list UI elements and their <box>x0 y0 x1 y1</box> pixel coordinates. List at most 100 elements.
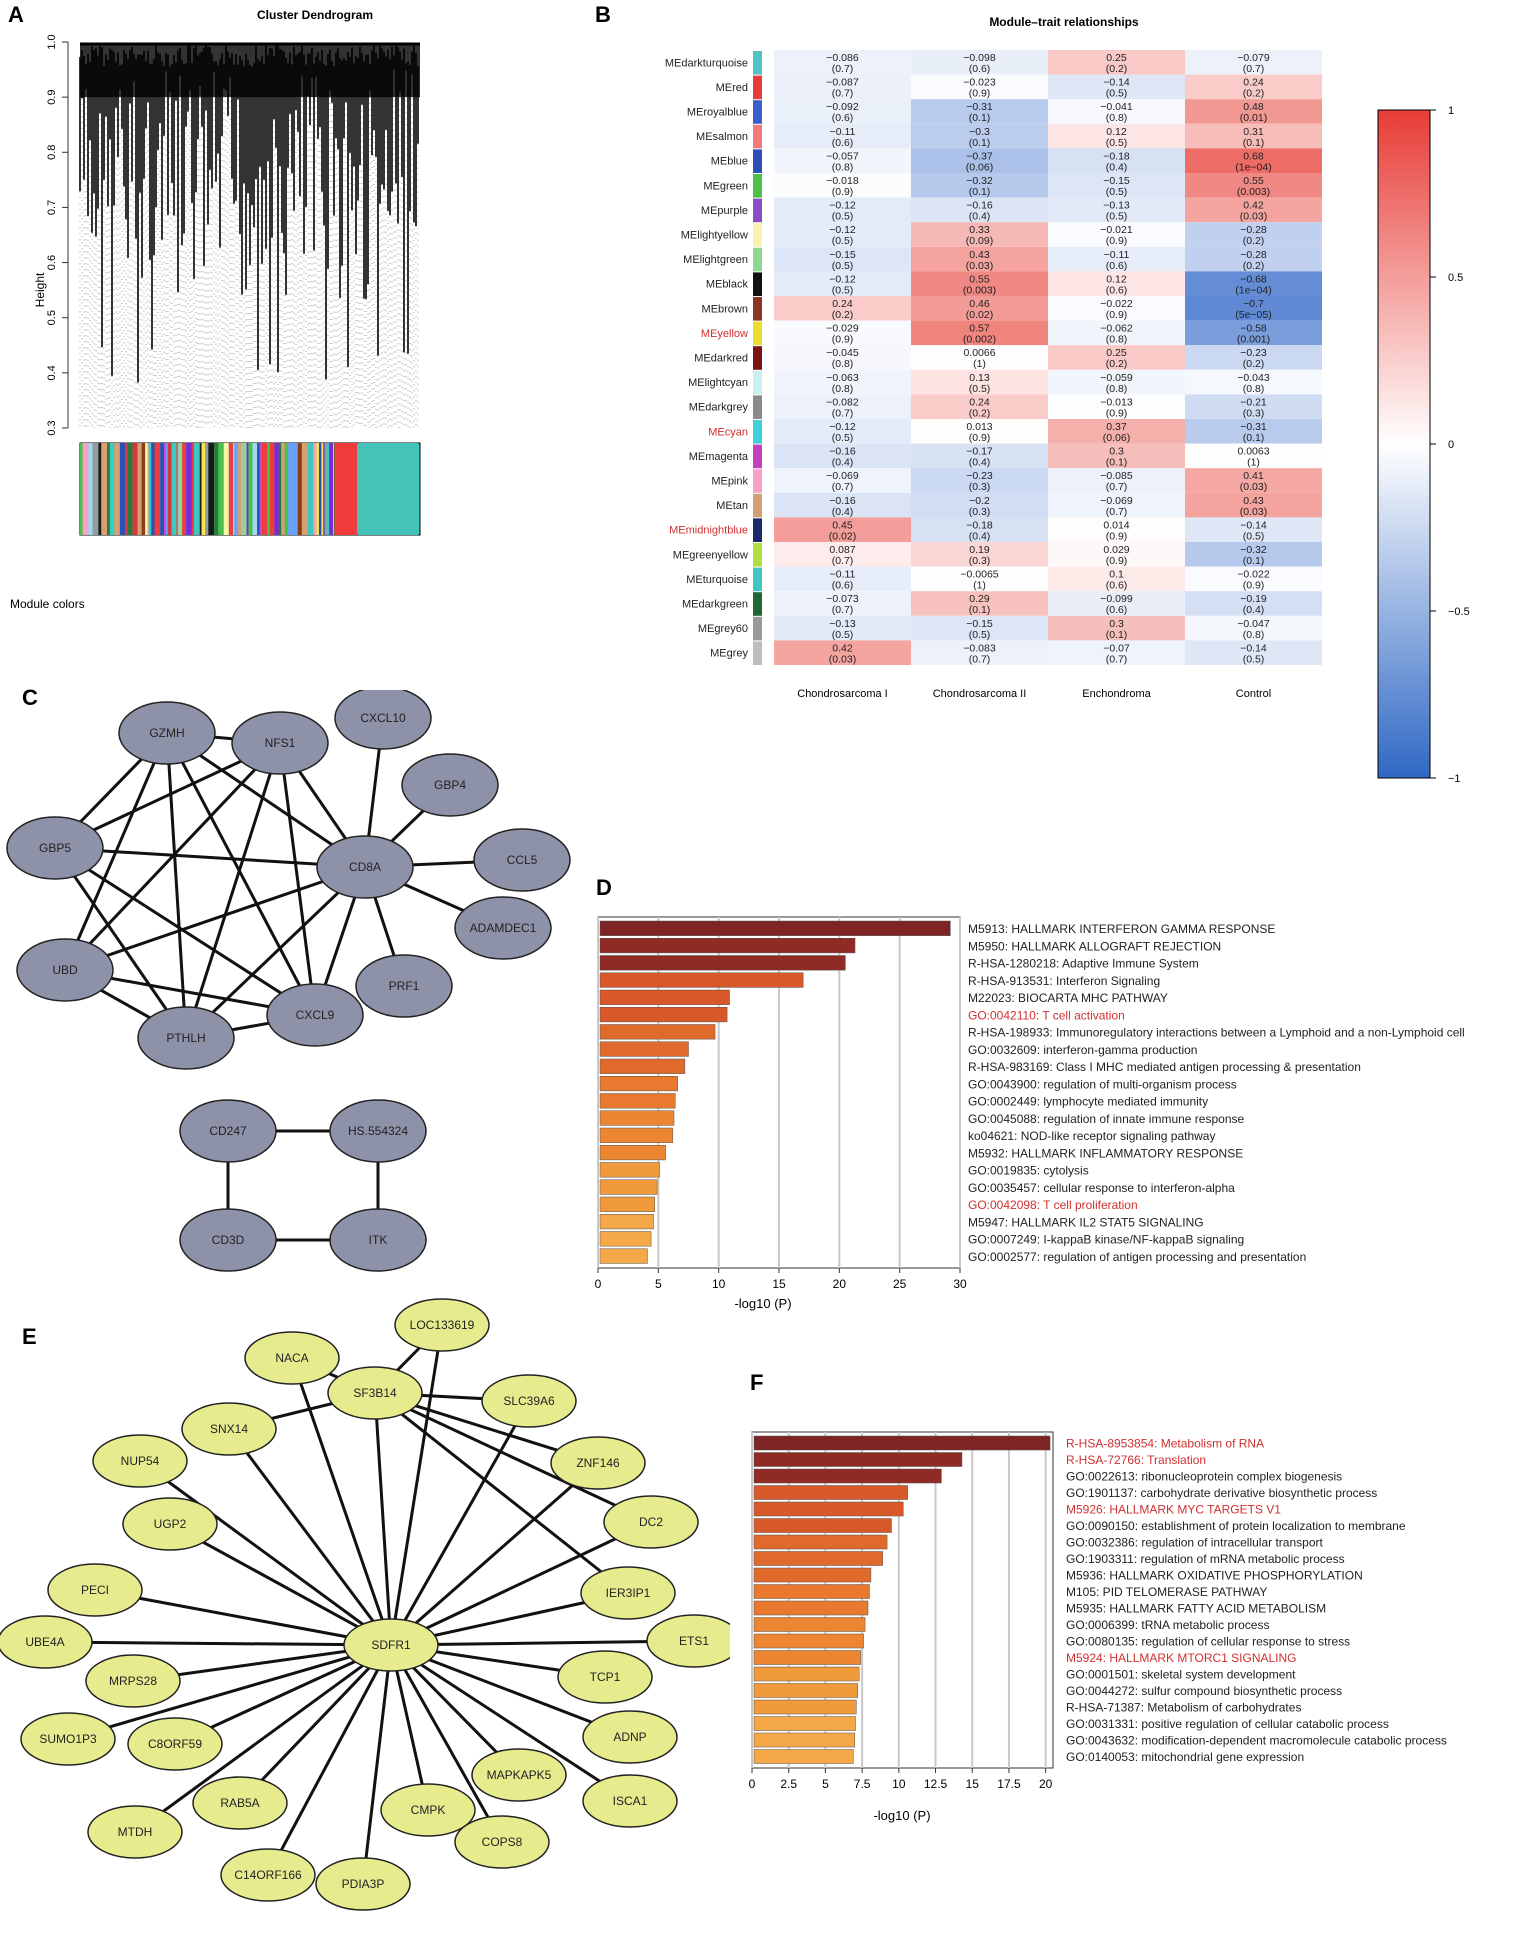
network-e-node[interactable] <box>0 1615 93 1669</box>
module-color-stripe <box>284 443 289 535</box>
heatmap-cell <box>774 492 911 518</box>
network-e-node[interactable] <box>85 1654 181 1708</box>
heatmap-cell-value: −0.022 <box>1100 298 1133 310</box>
heatmap-cell <box>1048 394 1185 419</box>
module-color-stripe <box>82 443 89 535</box>
network-e-node[interactable] <box>244 1331 340 1385</box>
network-c-node[interactable] <box>137 1006 235 1070</box>
network-e-node[interactable] <box>127 1717 223 1771</box>
network-e-node[interactable] <box>92 1434 188 1488</box>
network-e-node[interactable] <box>550 1436 646 1490</box>
heatmap-cell-value: −0.15 <box>1103 175 1130 187</box>
heatmap-row-label: MElightyellow <box>681 230 748 242</box>
enrichment-f-tick-label: 7.5 <box>854 1777 871 1791</box>
module-color-stripe <box>147 443 149 535</box>
heatmap-cell-pvalue: (0.003) <box>963 284 996 296</box>
heatmap-module-swatch <box>753 198 762 223</box>
network-e-node[interactable] <box>471 1748 567 1802</box>
heatmap-legend-label: 1 <box>1448 105 1454 117</box>
heatmap-column-label: Control <box>1236 688 1271 700</box>
network-e-node[interactable] <box>582 1774 678 1828</box>
network-e-node[interactable] <box>181 1402 277 1456</box>
heatmap-cell-pvalue: (0.2) <box>1243 235 1265 247</box>
network-e-node[interactable] <box>380 1783 476 1837</box>
heatmap-cell-value: −0.14 <box>1103 77 1130 89</box>
enrichment-d-bar <box>599 1162 660 1178</box>
network-e-node[interactable] <box>47 1563 143 1617</box>
network-e-edge <box>389 1400 531 1646</box>
heatmap-row-label: MEgreen <box>703 180 748 192</box>
network-e-node[interactable] <box>327 1366 423 1420</box>
heatmap-cell <box>774 222 911 247</box>
enrichment-f-term-label: GO:0080135: regulation of cellular respo… <box>1066 1635 1350 1649</box>
network-e-node[interactable] <box>580 1566 676 1620</box>
heatmap-cell-pvalue: (0.5) <box>969 629 991 641</box>
network-c-node[interactable] <box>16 938 114 1002</box>
network-e-node[interactable] <box>87 1805 183 1859</box>
enrichment-d-term-label: GO:0002577: regulation of antigen proces… <box>968 1250 1306 1264</box>
cluster-dendrogram: Cluster Dendrogram Height 0.30.40.50.60.… <box>10 8 421 611</box>
enrichment-d-term-label: R-HSA-1280218: Adaptive Immune System <box>968 957 1199 971</box>
network-c-node[interactable] <box>179 1099 277 1163</box>
heatmap-cell-value: 0.55 <box>1243 175 1264 187</box>
network-e-edge <box>139 1459 392 1647</box>
heatmap-cell-value: −0.19 <box>1240 593 1267 605</box>
network-c-node[interactable] <box>179 1208 277 1272</box>
heatmap-cell <box>1048 74 1185 100</box>
dendrogram-tree <box>79 42 420 428</box>
network-e-node[interactable] <box>20 1712 116 1766</box>
network-e-node[interactable] <box>220 1848 316 1902</box>
network-e-node[interactable] <box>603 1495 699 1549</box>
heatmap-cell-value: −0.7 <box>1243 298 1264 310</box>
network-c-edge <box>54 846 316 1017</box>
enrichment-d-tick-label: 30 <box>953 1277 967 1291</box>
enrichment-d-tick-label: 10 <box>712 1277 726 1291</box>
module-color-bar <box>79 442 421 536</box>
network-c-node[interactable] <box>316 835 414 899</box>
network-c-node[interactable] <box>355 954 453 1018</box>
network-e-node[interactable] <box>454 1815 550 1869</box>
network-e-node[interactable] <box>646 1614 730 1668</box>
network-e-node[interactable] <box>192 1776 288 1830</box>
module-color-stripe <box>151 443 155 535</box>
heatmap-cell <box>774 296 911 321</box>
network-c-node[interactable] <box>401 753 499 817</box>
heatmap-module-swatch <box>753 223 762 247</box>
enrichment-d-term-label: M22023: BIOCARTA MHC PATHWAY <box>968 991 1168 1005</box>
network-c-node[interactable] <box>6 816 104 880</box>
module-color-stripe <box>241 443 247 535</box>
heatmap-cell-value: 0.45 <box>832 519 853 531</box>
heatmap-cell-value: 0.33 <box>969 224 990 236</box>
network-c-node[interactable] <box>231 711 329 775</box>
heatmap-cell-value: 0.0066 <box>963 347 995 359</box>
network-c-node[interactable] <box>329 1099 427 1163</box>
dendrogram-ylabel: Height <box>33 272 47 307</box>
network-c-node[interactable] <box>118 701 216 765</box>
network-e-node[interactable] <box>315 1857 411 1911</box>
heatmap-cell-pvalue: (0.8) <box>832 383 854 395</box>
network-e-node[interactable] <box>481 1374 577 1428</box>
network-e-node-label: SDFR1 <box>371 1638 411 1652</box>
heatmap-cell-pvalue: (0.7) <box>1106 506 1128 518</box>
network-c-node[interactable] <box>266 983 364 1047</box>
module-color-stripe <box>163 443 166 535</box>
network-e-node[interactable] <box>343 1618 439 1672</box>
heatmap-cell <box>1185 296 1322 321</box>
network-e-node[interactable] <box>394 1298 490 1352</box>
heatmap-row-label: MEyellow <box>701 328 748 340</box>
network-c-node[interactable] <box>454 896 552 960</box>
heatmap-cell <box>1048 320 1185 346</box>
heatmap-cell-value: −0.21 <box>1240 396 1267 408</box>
enrichment-f-bar <box>753 1666 860 1682</box>
module-color-stripe <box>301 443 308 535</box>
module-color-stripe <box>313 443 317 535</box>
network-c-node[interactable] <box>329 1208 427 1272</box>
network-e-node[interactable] <box>557 1650 653 1704</box>
enrichment-d-bar <box>599 955 846 971</box>
network-e-node[interactable] <box>122 1497 218 1551</box>
heatmap-row-label: MEgrey60 <box>698 623 748 635</box>
network-e-node[interactable] <box>582 1710 678 1764</box>
network-c-node[interactable] <box>473 828 571 892</box>
network-c-node[interactable] <box>334 690 432 750</box>
